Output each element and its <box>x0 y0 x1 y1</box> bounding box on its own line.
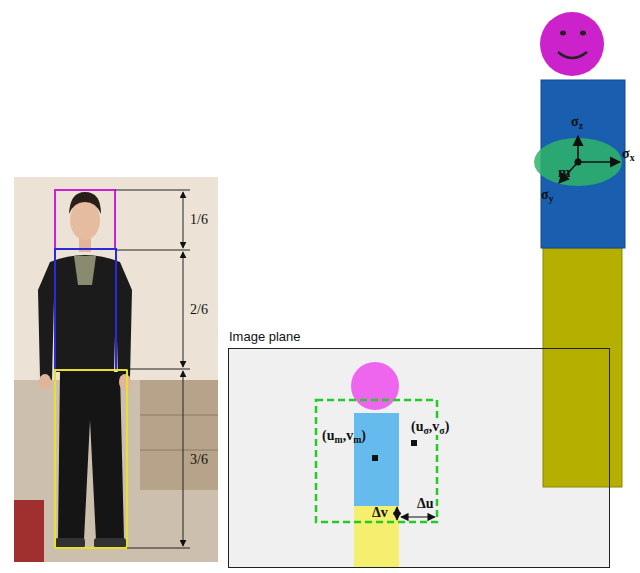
torso-box <box>55 249 116 370</box>
tick <box>127 369 190 370</box>
person-photo <box>14 177 218 562</box>
eye <box>560 31 566 36</box>
shoe <box>94 538 126 548</box>
tick <box>115 190 190 191</box>
math-label: 3/6 <box>190 452 208 468</box>
legs-block <box>543 248 622 487</box>
math-label: 2/6 <box>190 302 208 318</box>
legs-blob <box>354 506 399 567</box>
hand <box>119 374 131 390</box>
tick <box>116 250 190 251</box>
dimension-arrow <box>183 192 184 248</box>
hand <box>39 374 51 390</box>
legs <box>58 372 124 540</box>
shoe <box>55 538 85 548</box>
math-label: m <box>558 164 571 180</box>
dimension-arrow <box>183 371 184 546</box>
math-label: 1/6 <box>190 212 208 228</box>
head-sphere <box>540 12 604 76</box>
torso-blob <box>354 413 399 506</box>
plane-heading: Image plane <box>229 329 301 344</box>
math-label: σx <box>622 146 635 162</box>
delta-u-arrow <box>401 516 435 517</box>
sigma-point <box>411 440 417 446</box>
image-plane-box: Image plane <box>228 348 610 568</box>
photo-wall <box>14 177 218 562</box>
drawer-line <box>140 415 218 416</box>
smile <box>558 52 587 58</box>
math-label: (uσ,vσ) <box>410 419 450 435</box>
photo-object <box>14 500 44 562</box>
photo-drawers <box>140 380 218 490</box>
eye <box>580 31 586 36</box>
dimension-arrow <box>183 252 184 367</box>
math-label: σy <box>541 187 554 203</box>
math-label: σz <box>571 114 583 130</box>
shirt <box>74 256 96 285</box>
mean-dot <box>575 159 582 166</box>
axis-z <box>577 136 579 162</box>
axis-y <box>559 162 578 183</box>
math-label: Δv <box>372 505 388 521</box>
math-label: (um,vm) <box>322 428 366 444</box>
mean-point <box>372 455 378 461</box>
jacket <box>38 255 132 380</box>
hair <box>69 192 101 214</box>
math-label: Δu <box>417 496 434 512</box>
legs-box <box>55 370 127 548</box>
body-model <box>534 12 625 487</box>
head-blob <box>351 362 399 410</box>
tick <box>127 548 190 549</box>
delta-v-arrow <box>396 507 397 520</box>
axis-x <box>578 161 620 163</box>
head-box <box>55 190 115 249</box>
dimension-lines <box>115 190 190 548</box>
face <box>70 200 100 240</box>
drawer-line <box>140 450 218 451</box>
